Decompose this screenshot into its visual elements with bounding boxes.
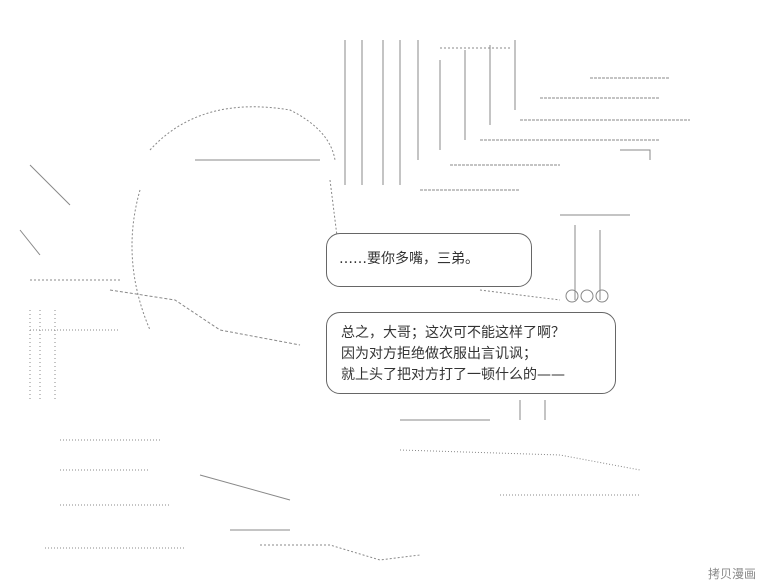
- speech-text-1: ……要你多嘴，三弟。: [339, 251, 479, 267]
- speech-text-2-line-1: 总之，大哥；这次可不能这样了啊？: [341, 325, 565, 341]
- watermark: 拷贝漫画: [707, 567, 756, 581]
- speech-bubble-2: 总之，大哥；这次可不能这样了啊？ 因为对方拒绝做衣服出言讥讽； 就上头了把对方打…: [326, 312, 616, 394]
- speech-text-2-line-3: 就上头了把对方打了一顿什么的——: [341, 367, 565, 383]
- speech-text-2-line-2: 因为对方拒绝做衣服出言讥讽；: [341, 346, 537, 362]
- speech-bubble-1: ……要你多嘴，三弟。: [326, 233, 532, 287]
